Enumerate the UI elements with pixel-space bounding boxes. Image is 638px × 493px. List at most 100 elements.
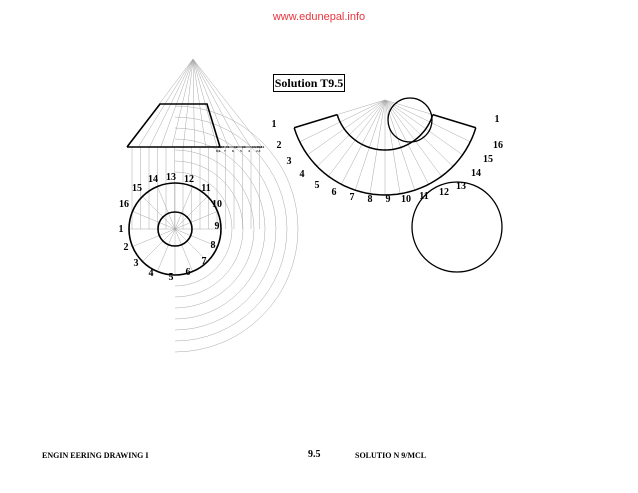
solution-title: Solution T9.5 <box>273 74 345 92</box>
plan-label-6: 6 <box>186 267 191 278</box>
development-label-10: 10 <box>401 194 411 205</box>
plan-radial-line <box>142 228 176 262</box>
development-ray <box>316 99 386 167</box>
generator-line <box>149 58 194 148</box>
elevation-tick-label: 5 <box>240 149 242 153</box>
development-label-6: 6 <box>332 187 337 198</box>
elevation-tick-label: 13 <box>242 145 246 149</box>
elevation-tick-label: 4 <box>248 149 250 153</box>
elevation-tick-label: 8,6 <box>216 149 221 153</box>
plan-label-5: 5 <box>169 272 174 283</box>
generator-line <box>192 58 251 148</box>
plan-label-4: 4 <box>149 268 154 279</box>
plan-label-13: 13 <box>166 172 176 183</box>
development-ray <box>384 99 442 177</box>
development-label-3: 3 <box>287 156 292 167</box>
plan-label-16: 16 <box>119 199 129 210</box>
plan-radial-line <box>174 186 193 230</box>
plan-radial-line <box>174 228 208 262</box>
plan-radial-line <box>132 211 176 230</box>
development-label-5: 5 <box>315 180 320 191</box>
generator-line <box>192 58 229 148</box>
plan-label-9: 9 <box>215 221 220 232</box>
elevation-tick-label: 9,10 <box>218 145 224 149</box>
development-ray <box>369 99 386 194</box>
development-label-1: 1 <box>495 114 500 125</box>
plan-label-11: 11 <box>201 183 210 194</box>
development-edge <box>293 113 338 129</box>
development-ray <box>384 99 415 191</box>
generator-line <box>160 58 194 148</box>
development-ray <box>307 99 386 156</box>
development-ray <box>341 99 386 185</box>
generator-line <box>183 58 194 148</box>
swing-arc <box>174 138 266 320</box>
development-label-9: 9 <box>386 194 391 205</box>
plan-label-7: 7 <box>202 256 207 267</box>
elevation-tick-label: 7 <box>224 149 226 153</box>
development-edge <box>432 113 477 129</box>
website-url: www.edunepal.info <box>272 11 366 23</box>
elevation-tick-label: 2,3 <box>256 149 261 153</box>
plan-radial-line <box>174 228 218 247</box>
plan-radial-line <box>157 186 176 230</box>
development-inner-arc <box>336 114 434 151</box>
generator-line <box>192 58 218 148</box>
development-outline <box>293 113 477 196</box>
development-label-2: 2 <box>277 140 282 151</box>
development-ray <box>355 99 386 191</box>
plan-label-15: 15 <box>132 183 142 194</box>
swing-arc <box>174 127 277 331</box>
development-label-14: 14 <box>471 168 481 179</box>
plan-label-12: 12 <box>184 174 194 185</box>
elevation-tick-label: 14,15,16 <box>252 145 265 149</box>
plan-inner-circle <box>157 211 193 247</box>
plan-radial-line <box>142 196 176 230</box>
development-label-1: 1 <box>272 119 277 130</box>
footer-page-number: 9.5 <box>308 449 321 460</box>
plan-radial-line <box>174 196 208 230</box>
plan-label-10: 10 <box>212 199 222 210</box>
elevation-tick-label: 6 <box>232 149 234 153</box>
generator-line <box>192 58 206 148</box>
development-label-7: 7 <box>350 192 355 203</box>
object-lines <box>126 97 503 276</box>
development-label-12: 12 <box>439 187 449 198</box>
development-outer-arc <box>293 127 477 196</box>
generator-line <box>171 58 194 148</box>
elevation-tick-label: 11 <box>226 145 230 149</box>
development-label-13: 13 <box>456 181 466 192</box>
development-bottom-circle <box>411 181 503 273</box>
development-label-4: 4 <box>300 169 305 180</box>
development-ray <box>384 99 463 156</box>
development-ray <box>384 99 401 194</box>
swing-arc <box>174 171 233 287</box>
swing-arc <box>174 116 288 342</box>
plan-radial-line <box>157 228 176 272</box>
development-top-circle <box>387 97 433 143</box>
development-label-11: 11 <box>419 191 428 202</box>
plan-label-2: 2 <box>124 242 129 253</box>
plan-label-1: 1 <box>119 224 124 235</box>
development-label-15: 15 <box>483 154 493 165</box>
development-label-8: 8 <box>368 194 373 205</box>
development-ray <box>299 99 386 143</box>
plan-radial-line <box>174 228 193 272</box>
generator-line <box>192 58 195 148</box>
swing-arc <box>174 105 299 353</box>
generator-line <box>192 58 263 148</box>
footer-course: ENGIN EERING DRAWING I <box>42 451 149 460</box>
plan-label-3: 3 <box>134 258 139 269</box>
generator-line <box>138 58 194 148</box>
development-ray <box>384 99 454 167</box>
elevation-tick-label: 12 <box>234 145 238 149</box>
swing-arc <box>174 149 255 309</box>
plan-radial-line <box>132 228 176 247</box>
development-ray <box>328 99 386 177</box>
plan-label-8: 8 <box>211 240 216 251</box>
development-label-16: 16 <box>493 140 503 151</box>
plan-outer-circle <box>128 182 222 276</box>
